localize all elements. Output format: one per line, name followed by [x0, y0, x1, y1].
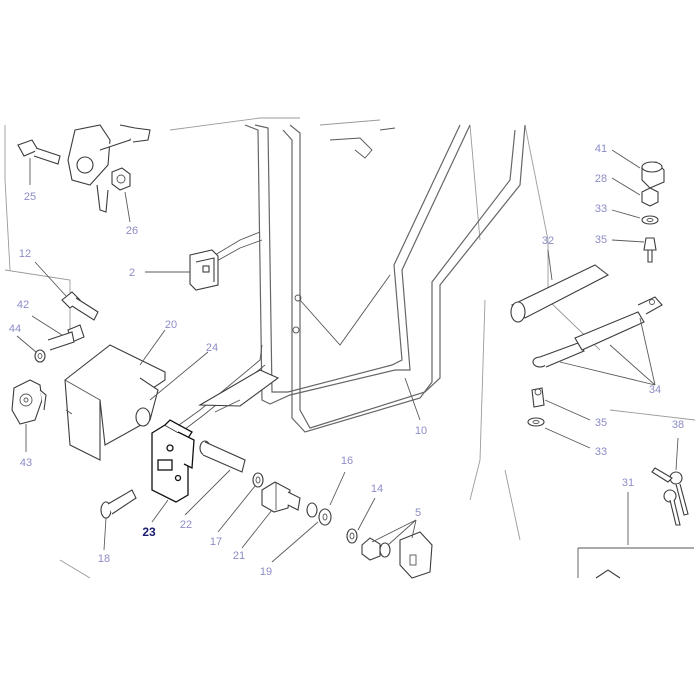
- callout-10[interactable]: 10: [415, 425, 427, 437]
- callout-20[interactable]: 20: [165, 319, 177, 331]
- nut-5: [361, 519, 433, 579]
- washer-14: [346, 497, 376, 544]
- callout-21[interactable]: 21: [233, 550, 245, 562]
- washer-44: [16, 335, 46, 363]
- callout-17[interactable]: 17: [210, 536, 222, 548]
- nut-21: [241, 481, 301, 549]
- washer-17: [217, 472, 264, 533]
- housing-20: [64, 329, 166, 461]
- callout-14[interactable]: 14: [371, 483, 383, 495]
- callout-2[interactable]: 2: [129, 267, 135, 279]
- bolt-42: [31, 315, 85, 351]
- keys-38: [651, 437, 689, 526]
- callout-42[interactable]: 42: [17, 299, 29, 311]
- callout-33-bottom[interactable]: 33: [595, 446, 607, 458]
- panel-31: [577, 492, 694, 579]
- callout-23[interactable]: 23: [142, 525, 156, 539]
- bolt-22: [184, 440, 246, 516]
- washer-19: [271, 502, 332, 563]
- tube-32: [510, 249, 610, 323]
- callout-25[interactable]: 25: [24, 191, 36, 203]
- cap-41: [611, 149, 665, 189]
- callout-19[interactable]: 19: [260, 566, 272, 578]
- callout-24[interactable]: 24: [206, 342, 218, 354]
- callout-35-bottom[interactable]: 35: [595, 417, 607, 429]
- leader-10: [404, 377, 421, 421]
- callout-28[interactable]: 28: [595, 173, 607, 185]
- nut-26: [111, 167, 131, 223]
- washer-33a: [611, 209, 659, 225]
- door-lock-23[interactable]: [151, 419, 195, 523]
- connector-2: [145, 231, 263, 291]
- bolt-25: [17, 139, 61, 185]
- callout-5[interactable]: 5: [415, 507, 421, 519]
- callout-22[interactable]: 22: [180, 519, 192, 531]
- stud-35a: [611, 237, 657, 263]
- callout-26[interactable]: 26: [126, 225, 138, 237]
- screw-18: [100, 489, 137, 551]
- callout-34[interactable]: 34: [649, 384, 661, 396]
- callout-38[interactable]: 38: [672, 419, 684, 431]
- nut-28: [611, 177, 659, 207]
- callout-12[interactable]: 12: [19, 248, 31, 260]
- callout-35-top[interactable]: 35: [595, 234, 607, 246]
- callout-44[interactable]: 44: [9, 323, 21, 335]
- washer-33b: [527, 417, 591, 449]
- gas-strut-34: [532, 296, 663, 386]
- callout-33-top[interactable]: 33: [595, 203, 607, 215]
- callout-16[interactable]: 16: [341, 455, 353, 467]
- callout-labels: 25 26 2 12 42 44 43 20 24 23 22 18 17 21…: [9, 143, 684, 578]
- door-frame-10: [244, 124, 526, 433]
- stud-35b: [531, 387, 591, 421]
- callout-41[interactable]: 41: [595, 143, 607, 155]
- hinge-bracket: [67, 124, 151, 213]
- callout-43[interactable]: 43: [20, 457, 32, 469]
- bolt-12: [34, 261, 99, 321]
- washer-16: [329, 471, 346, 506]
- callout-31[interactable]: 31: [622, 477, 634, 489]
- callout-18[interactable]: 18: [98, 553, 110, 565]
- callout-32[interactable]: 32: [542, 235, 554, 247]
- bracket-43: [11, 379, 47, 452]
